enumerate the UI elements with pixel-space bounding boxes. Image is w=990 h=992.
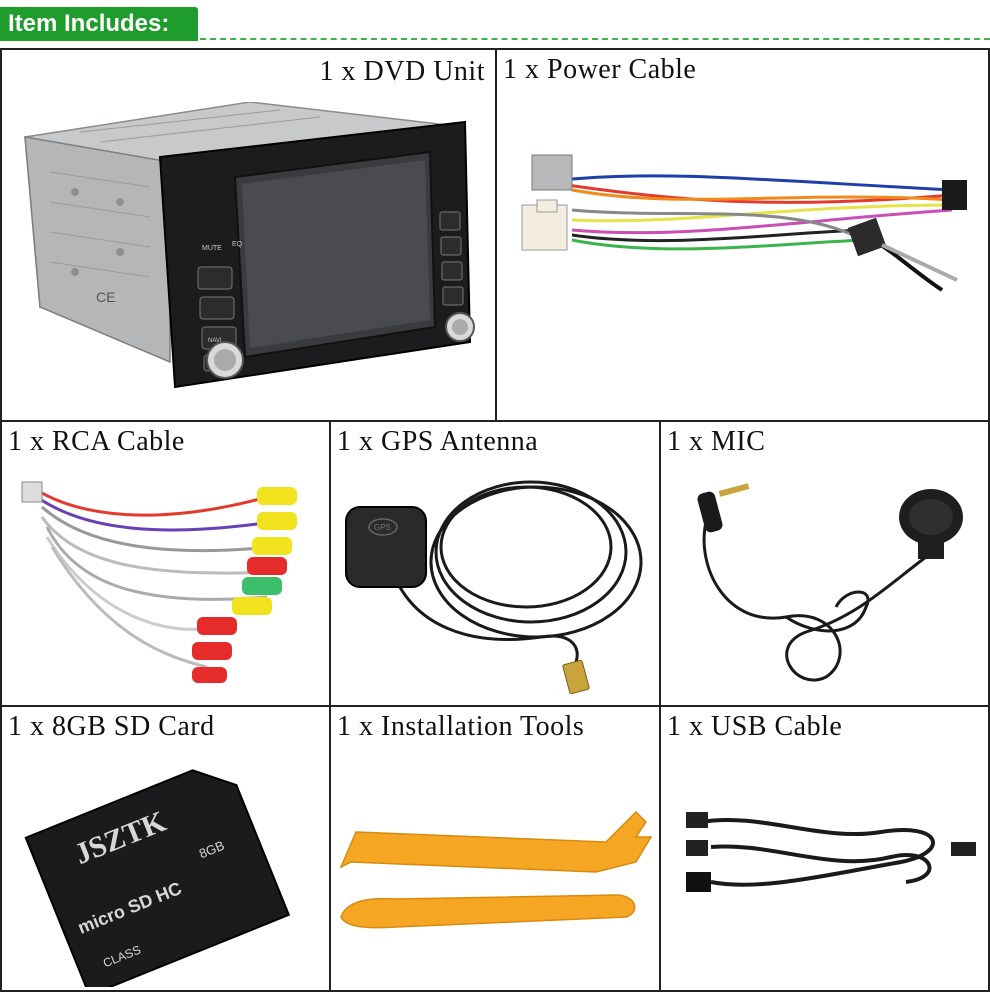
navi-label: NAVI [208,338,222,344]
ce-mark: CE [96,289,115,305]
item-label: 1 x 8GB SD Card [8,711,215,742]
item-sd-card: 1 x 8GB SD Card JSZTK micro SD HC 8GB CL… [0,707,331,992]
power-cable-image [521,154,967,292]
header-title: Item Includes: [0,7,198,41]
item-label: 1 x Power Cable [503,54,697,85]
item-mic: 1 x MIC [661,422,990,707]
mute-label: MUTE [202,245,222,252]
item-power-cable: 1 x Power Cable [497,50,990,422]
item-usb-cable: 1 x USB Cable [661,707,990,992]
item-rca-cable: 1 x RCA Cable [0,422,331,707]
item-label: 1 x Installation Tools [337,711,585,742]
item-dvd-unit: 1 x DVD Unit CE MUTE [0,50,497,422]
eq-label: EQ [232,241,243,248]
mic-image [697,483,963,682]
gps-logo: GPS [374,523,391,532]
header-dashed-line [200,38,990,40]
item-installation-tools: 1 x Installation Tools [331,707,661,992]
sd-card-image: JSZTK micro SD HC 8GB CLASS [24,769,291,987]
item-label: 1 x USB Cable [667,711,843,742]
usb-cable-image [686,812,976,892]
item-label: 1 x RCA Cable [8,426,185,457]
installation-tools-image [339,810,653,929]
items-grid: 1 x DVD Unit CE MUTE [0,48,990,992]
item-gps-antenna: 1 x GPS Antenna GPS [331,422,661,707]
item-label: 1 x MIC [667,426,766,457]
rca-cable-image [21,481,297,683]
item-label: 1 x DVD Unit [319,56,485,87]
gps-antenna-image: GPS [345,480,643,695]
dvd-unit-image: CE MUTE EQ NAVI [24,102,475,389]
item-label: 1 x GPS Antenna [337,426,539,457]
